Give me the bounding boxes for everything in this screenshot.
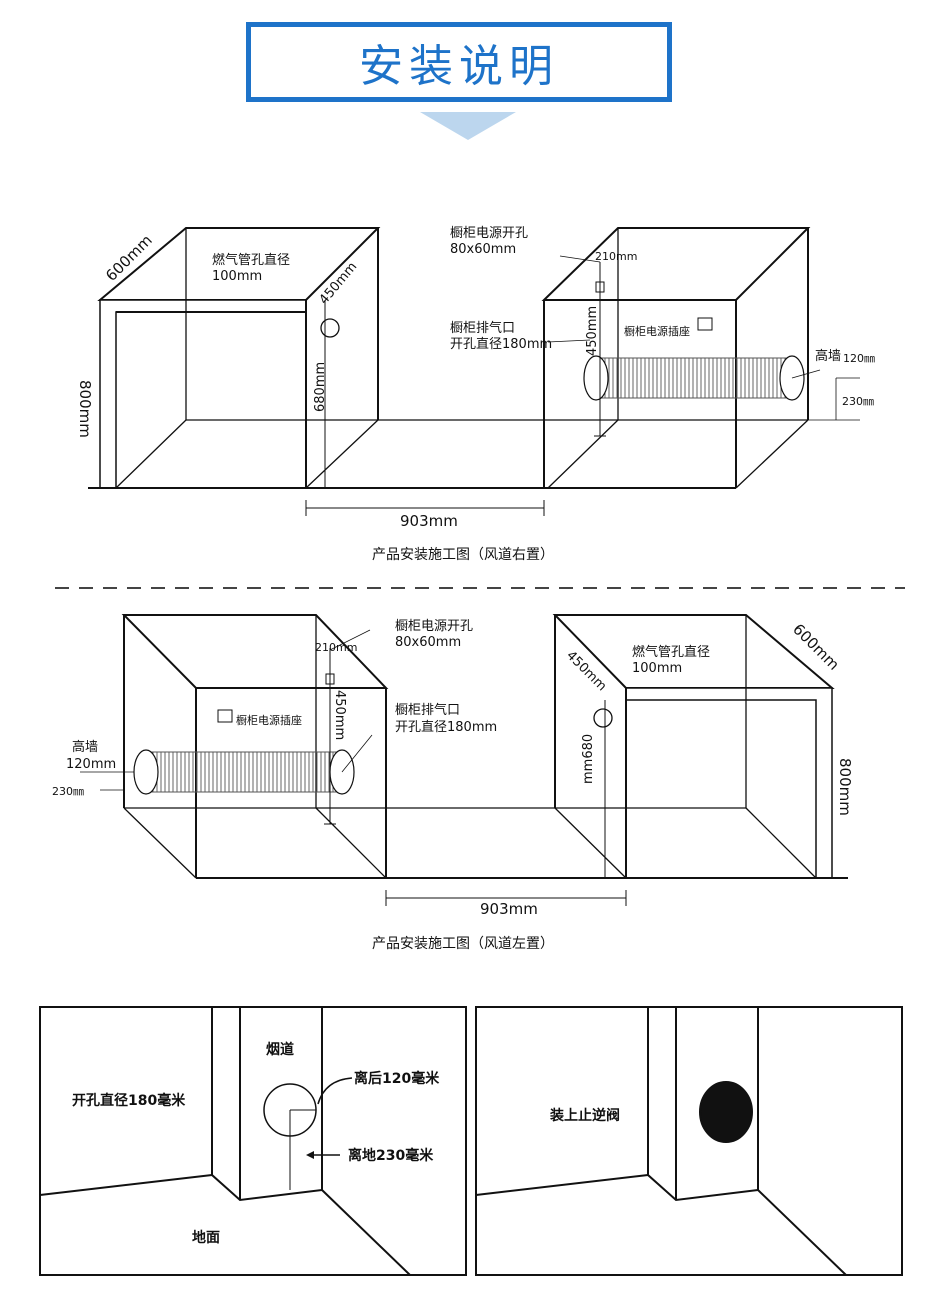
diagram-right bbox=[88, 227, 860, 516]
back-offset-label: 离后120毫米 bbox=[354, 1070, 440, 1087]
width-label: 903mm bbox=[400, 512, 458, 530]
height-label-2: 800mm bbox=[836, 758, 854, 816]
gas-hole-title: 燃气管孔直径 bbox=[212, 252, 290, 268]
gas-hole-size: 100mm bbox=[212, 269, 262, 284]
wall-high-value: 120㎜ bbox=[843, 352, 875, 365]
exhaust-height: 450mm bbox=[585, 306, 600, 356]
check-valve-icon bbox=[699, 1081, 753, 1143]
power-size-2: 80x60mm bbox=[395, 635, 461, 650]
exhaust-size: 开孔直径180mm bbox=[450, 337, 552, 352]
exhaust-title: 橱柜排气口 bbox=[450, 320, 515, 336]
caption-right: 产品安装施工图（风道右置） bbox=[372, 547, 554, 563]
socket-icon bbox=[697, 317, 713, 331]
height-label: 800mm bbox=[76, 380, 94, 438]
exhaust-duct-2 bbox=[133, 749, 355, 795]
exhaust-size-2: 开孔直径180mm bbox=[395, 720, 497, 735]
page-title: 安装说明 bbox=[359, 41, 559, 92]
width-label-2: 903mm bbox=[480, 900, 538, 918]
socket-icon-2 bbox=[217, 709, 233, 723]
photo-panel-left bbox=[39, 1006, 467, 1276]
exhaust-duct bbox=[583, 355, 805, 401]
gas-height-2: mm680 bbox=[581, 734, 596, 784]
socket-label: 橱柜电源插座 bbox=[624, 324, 690, 338]
power-offset: 210mm bbox=[595, 250, 637, 263]
right-cabinet-outline-2 bbox=[552, 614, 848, 879]
hole-diameter-label: 开孔直径180毫米 bbox=[72, 1092, 186, 1109]
exhaust-height-2: 450mm bbox=[332, 690, 347, 740]
exhaust-title-2: 橱柜排气口 bbox=[395, 702, 460, 718]
left-cabinet-outline-2 bbox=[121, 614, 389, 879]
diagram-left bbox=[80, 614, 848, 906]
gas-hole-title-2: 燃气管孔直径 bbox=[632, 644, 710, 660]
caption-left: 产品安装施工图（风道左置） bbox=[372, 936, 554, 952]
flue-label: 烟道 bbox=[266, 1041, 294, 1058]
power-offset-2: 210mm bbox=[315, 641, 357, 654]
wall-low-value: 230㎜ bbox=[842, 395, 874, 408]
floor-offset-label: 离地230毫米 bbox=[348, 1147, 434, 1164]
wall-high-label-2: 高墙 bbox=[72, 739, 98, 755]
gas-hole-size-2: 100mm bbox=[632, 661, 682, 676]
power-title-2: 橱柜电源开孔 bbox=[395, 619, 473, 634]
down-arrow-icon bbox=[420, 112, 516, 140]
wall-low-value-2: 230㎜ bbox=[52, 785, 84, 798]
wall-high-label: 高墙 bbox=[815, 348, 841, 364]
gas-height-label: 680mm bbox=[313, 362, 328, 412]
socket-label-2: 橱柜电源插座 bbox=[236, 713, 302, 727]
power-size: 80x60mm bbox=[450, 242, 516, 257]
photo-panel-right bbox=[475, 1006, 903, 1276]
wall-high-value-2: 120mm bbox=[66, 757, 116, 772]
check-valve-label: 装上止逆阀 bbox=[549, 1107, 620, 1124]
title-box: 安装说明 bbox=[246, 22, 672, 102]
floor-label: 地面 bbox=[192, 1229, 220, 1246]
power-title: 橱柜电源开孔 bbox=[450, 226, 528, 241]
